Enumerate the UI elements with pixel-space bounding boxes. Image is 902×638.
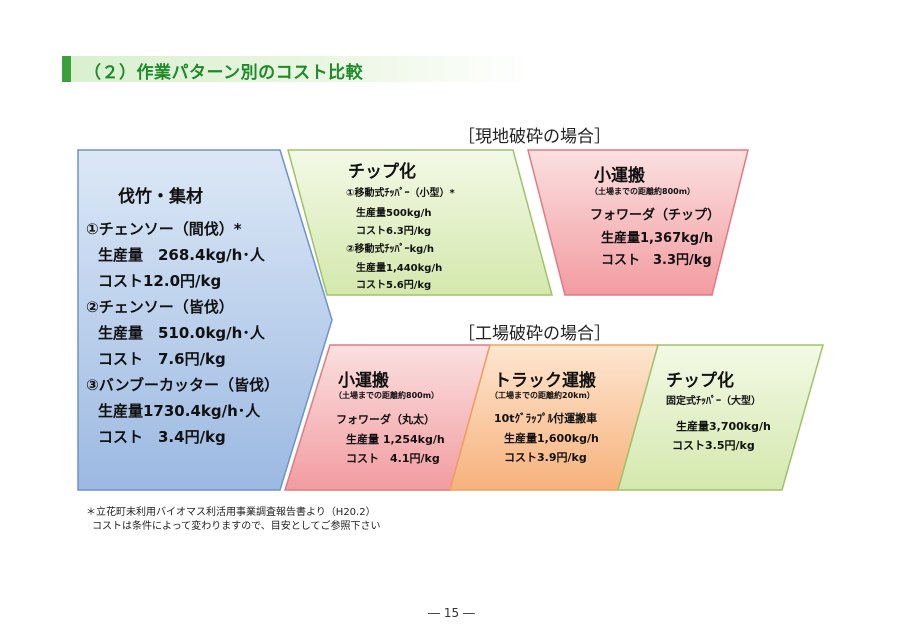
harvest-line: コスト 7.6円/kg xyxy=(98,350,226,368)
footnote-source: ＊立花町未利用バイオマス利活用事業調査報告書より（H20.2） xyxy=(86,507,376,518)
section-label-onsite: ［現地破砕の場合］ xyxy=(458,127,611,147)
onsite-transport-heading: 小運搬 xyxy=(594,166,645,186)
onsite-chip-line: コスト6.3円/kg xyxy=(356,226,432,237)
onsite-transport-box xyxy=(527,149,749,296)
title-accent-bar xyxy=(62,56,71,82)
title-bar-background xyxy=(62,56,532,82)
harvest-line: ③バンブーカッター（皆伐） xyxy=(86,376,280,394)
harvest-line: コスト12.0円/kg xyxy=(98,272,222,290)
onsite-chip-line: ①移動式ﾁｯﾊﾟｰ（小型）* xyxy=(346,188,455,199)
factory-transport-note: （土場までの距離約800m） xyxy=(334,391,440,400)
factory-transport-line: フォワーダ（丸太） xyxy=(336,413,435,426)
onsite-chip-line: 生産量1,440kg/h xyxy=(356,263,443,274)
onsite-transport-line: フォワーダ（チップ） xyxy=(590,208,721,223)
factory-chip-box xyxy=(617,344,824,491)
harvest-line: ①チェンソー（間伐）* xyxy=(86,220,242,238)
onsite-transport-line: コスト 3.3円/kg xyxy=(601,253,712,268)
factory-chip-heading: チップ化 xyxy=(666,371,734,391)
section-label-factory: ［工場破砕の場合］ xyxy=(458,324,611,344)
onsite-transport-line: 生産量1,367kg/h xyxy=(601,231,714,246)
factory-truck-heading: トラック運搬 xyxy=(494,371,596,391)
onsite-transport-note: （土場までの距離約800m） xyxy=(590,187,696,196)
factory-transport-line: コスト 4.1円/kg xyxy=(346,452,440,465)
factory-truck-line: 生産量1,600kg/h xyxy=(504,432,599,445)
onsite-chip-line: コスト5.6円/kg xyxy=(356,280,432,291)
onsite-chip-heading: チップ化 xyxy=(348,162,416,182)
onsite-chip-box xyxy=(287,149,553,296)
harvest-line: 生産量 268.4kg/h･人 xyxy=(98,246,265,264)
factory-chip-note: 固定式ﾁｯﾊﾟｰ（大型） xyxy=(666,396,761,407)
factory-transport-heading: 小運搬 xyxy=(338,371,389,391)
harvest-line: 生産量1730.4kg/h･人 xyxy=(98,402,261,420)
page-title: （２）作業パターン別のコスト比較 xyxy=(84,63,364,83)
onsite-chip-line: ②移動式ﾁｯﾊﾟｰkg/h xyxy=(346,244,435,255)
factory-chip-line: コスト3.5円/kg xyxy=(672,439,755,452)
factory-truck-line: コスト3.9円/kg xyxy=(504,451,587,464)
harvest-heading: 伐竹・集材 xyxy=(118,187,203,207)
factory-truck-note: （工場までの距離約20km） xyxy=(490,391,595,400)
harvest-line: 生産量 510.0kg/h･人 xyxy=(98,324,265,342)
factory-transport-line: 生産量 1,254kg/h xyxy=(346,433,445,446)
harvest-line: ②チェンソー（皆伐） xyxy=(86,298,234,316)
harvest-line: コスト 3.4円/kg xyxy=(98,428,226,446)
factory-truck-line: 10tｸﾞﾗｯﾌﾟﾙ付運搬車 xyxy=(494,412,598,425)
footnote-disclaimer: コストは条件によって変わりますので、目安としてご参照下さい xyxy=(92,521,381,532)
page-number: ― 15 ― xyxy=(428,606,475,620)
harvest-arrow-box xyxy=(77,149,333,491)
onsite-chip-line: 生産量500kg/h xyxy=(356,208,432,219)
factory-chip-line: 生産量3,700kg/h xyxy=(676,420,771,433)
